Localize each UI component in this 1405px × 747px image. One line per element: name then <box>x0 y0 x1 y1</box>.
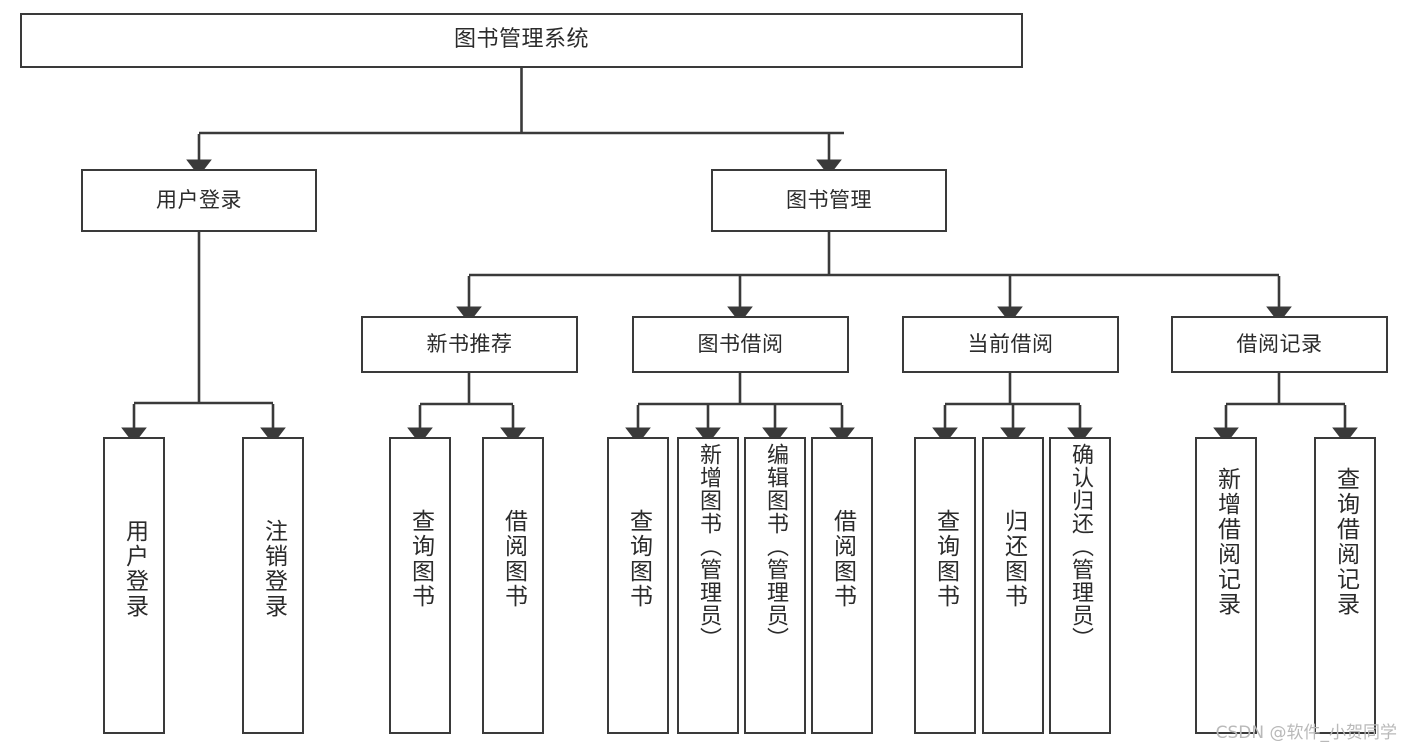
node-leaf-query-book-borrow-label: 查询图书 <box>625 509 652 609</box>
node-borrow-records[interactable]: 借阅记录 <box>1171 316 1388 373</box>
node-book-borrow-label: 图书借阅 <box>697 331 784 356</box>
node-leaf-add-book-admin-label: 新增图书（管理员） <box>696 443 721 650</box>
node-leaf-query-book-newbook[interactable]: 查询图书 <box>389 437 451 734</box>
node-leaf-borrow-book-newbook[interactable]: 借阅图书 <box>482 437 544 734</box>
node-leaf-add-borrow-record[interactable]: 新增借阅记录 <box>1195 437 1257 734</box>
node-leaf-confirm-return-admin-label: 确认归还（管理员） <box>1068 443 1093 650</box>
node-current-borrow[interactable]: 当前借阅 <box>902 316 1119 373</box>
node-leaf-logout-label: 注销登录 <box>260 519 287 619</box>
node-leaf-borrow-book-newbook-label: 借阅图书 <box>500 509 527 609</box>
node-new-book-recommend-label: 新书推荐 <box>426 331 513 356</box>
node-book-management[interactable]: 图书管理 <box>711 169 947 232</box>
node-book-management-label: 图书管理 <box>786 187 872 212</box>
node-leaf-query-book-current-label: 查询图书 <box>932 509 959 609</box>
node-leaf-return-book[interactable]: 归还图书 <box>982 437 1044 734</box>
node-user-login-label: 用户登录 <box>156 187 242 212</box>
node-leaf-add-book-admin[interactable]: 新增图书（管理员） <box>677 437 739 734</box>
node-leaf-edit-book-admin-label: 编辑图书（管理员） <box>763 443 788 650</box>
node-leaf-borrow-book-borrow-label: 借阅图书 <box>829 509 856 609</box>
node-user-login[interactable]: 用户登录 <box>81 169 317 232</box>
node-leaf-query-book-borrow[interactable]: 查询图书 <box>607 437 669 734</box>
node-book-borrow[interactable]: 图书借阅 <box>632 316 849 373</box>
node-root-label: 图书管理系统 <box>453 27 589 53</box>
node-leaf-user-login-label: 用户登录 <box>121 519 148 619</box>
node-leaf-user-login[interactable]: 用户登录 <box>103 437 165 734</box>
watermark-text: CSDN @软件_小贺同学 <box>1215 723 1397 743</box>
node-leaf-query-book-current[interactable]: 查询图书 <box>914 437 976 734</box>
node-leaf-logout[interactable]: 注销登录 <box>242 437 304 734</box>
node-borrow-records-label: 借阅记录 <box>1236 331 1323 356</box>
node-current-borrow-label: 当前借阅 <box>967 331 1054 356</box>
node-root[interactable]: 图书管理系统 <box>20 13 1023 68</box>
node-leaf-query-book-newbook-label: 查询图书 <box>407 509 434 609</box>
node-leaf-query-borrow-record-label: 查询借阅记录 <box>1332 467 1359 617</box>
node-new-book-recommend[interactable]: 新书推荐 <box>361 316 578 373</box>
node-leaf-confirm-return-admin[interactable]: 确认归还（管理员） <box>1049 437 1111 734</box>
node-leaf-add-borrow-record-label: 新增借阅记录 <box>1213 467 1240 617</box>
node-leaf-borrow-book-borrow[interactable]: 借阅图书 <box>811 437 873 734</box>
node-leaf-query-borrow-record[interactable]: 查询借阅记录 <box>1314 437 1376 734</box>
node-leaf-edit-book-admin[interactable]: 编辑图书（管理员） <box>744 437 806 734</box>
node-leaf-return-book-label: 归还图书 <box>1000 509 1027 609</box>
